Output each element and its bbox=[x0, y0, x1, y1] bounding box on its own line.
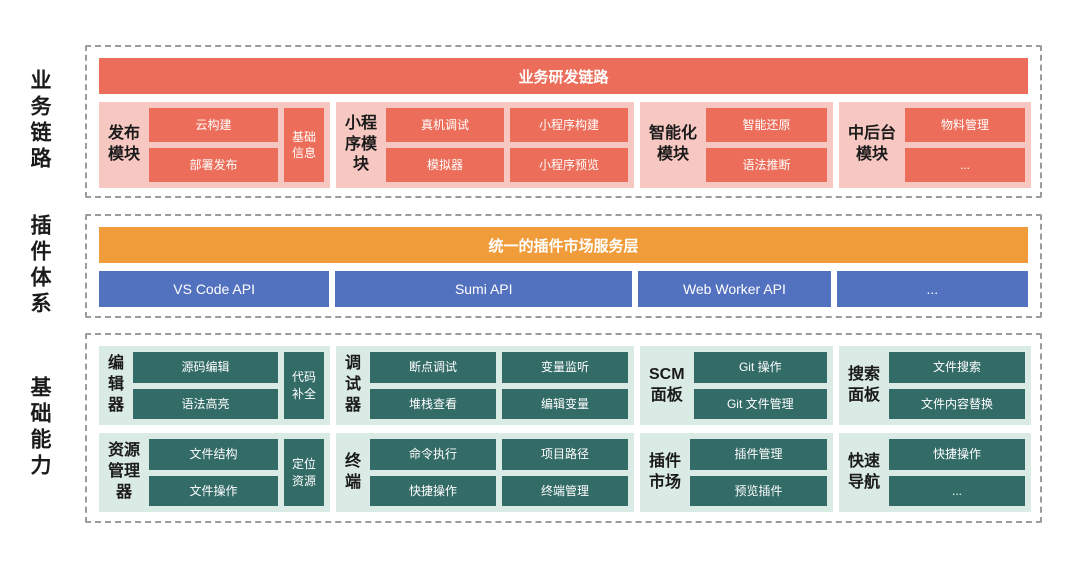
group-debugger: 调 试 器 断点调试 变量监听 堆栈查看 编辑变量 bbox=[336, 346, 634, 425]
capability-cell: ... bbox=[889, 475, 1025, 506]
capability-cell: 快捷操作 bbox=[889, 439, 1025, 470]
group-file-explorer: 资源 管理 器 文件结构 文件操作 定位 资源 bbox=[99, 433, 330, 512]
module-cell: 小程序构建 bbox=[510, 108, 628, 142]
side-label-plugin-system: 插件体系 bbox=[28, 214, 51, 318]
group-label: 发布 模块 bbox=[108, 125, 141, 163]
module-cell: 语法推断 bbox=[706, 148, 827, 182]
capability-cell: 命令执行 bbox=[370, 439, 496, 470]
group-label: 调 试 器 bbox=[345, 355, 362, 414]
group-intelligence-module: 智能化 模块 智能还原 语法推断 bbox=[640, 102, 833, 188]
capability-cell: 快捷操作 bbox=[370, 475, 496, 506]
capability-row-2: 资源 管理 器 文件结构 文件操作 定位 资源 终 端 bbox=[99, 433, 1031, 512]
group-label: 智能化 模块 bbox=[649, 125, 698, 163]
header-plugin-market-layer: 统一的插件市场服务层 bbox=[99, 227, 1028, 263]
capability-cell: 文件搜索 bbox=[889, 352, 1025, 383]
capability-cell: 语法高亮 bbox=[133, 388, 278, 419]
capability-cell: Git 文件管理 bbox=[693, 388, 827, 419]
module-cell: 物料管理 bbox=[905, 108, 1025, 142]
module-side-cell: 基础 信息 bbox=[284, 108, 324, 182]
capability-cell: 变量监听 bbox=[502, 352, 628, 383]
capability-cell: 预览插件 bbox=[690, 475, 827, 506]
group-label: SCM 面板 bbox=[649, 365, 685, 404]
section-business-chain: 业务研发链路 发布 模块 云构建 部署发布 基础 信息 小程 bbox=[85, 45, 1042, 198]
capability-cell: 源码编辑 bbox=[133, 352, 278, 383]
group-label: 小程 序模 块 bbox=[345, 114, 378, 174]
api-more: ... bbox=[836, 271, 1028, 307]
group-label: 资源 管理 器 bbox=[108, 442, 141, 501]
section-base-capability: 编 辑 器 源码编辑 语法高亮 代码 补全 调 试 器 bbox=[85, 333, 1042, 523]
module-cell: 智能还原 bbox=[706, 108, 827, 142]
api-vscode: VS Code API bbox=[99, 271, 330, 307]
module-cell: ... bbox=[905, 148, 1025, 182]
capability-cell: Git 操作 bbox=[693, 352, 827, 383]
api-webworker: Web Worker API bbox=[638, 271, 831, 307]
api-sumi: Sumi API bbox=[335, 271, 633, 307]
group-miniprogram-module: 小程 序模 块 真机调试 小程序构建 模拟器 小程序预览 bbox=[336, 102, 634, 188]
group-scm-panel: SCM 面板 Git 操作 Git 文件管理 bbox=[640, 346, 833, 425]
module-cell: 部署发布 bbox=[149, 148, 278, 182]
capability-cell: 断点调试 bbox=[370, 352, 496, 383]
capability-cell: 插件管理 bbox=[690, 439, 827, 470]
capability-cell: 文件结构 bbox=[149, 439, 278, 470]
module-cell: 模拟器 bbox=[386, 148, 504, 182]
capability-cell: 编辑变量 bbox=[502, 388, 628, 419]
side-label-business-chain: 业务链路 bbox=[28, 69, 51, 173]
group-editor: 编 辑 器 源码编辑 语法高亮 代码 补全 bbox=[99, 346, 330, 425]
group-terminal: 终 端 命令执行 项目路径 快捷操作 终端管理 bbox=[336, 433, 634, 512]
capability-cell: 文件内容替换 bbox=[889, 388, 1025, 419]
group-label: 编 辑 器 bbox=[108, 355, 125, 414]
capability-cell: 终端管理 bbox=[502, 475, 628, 506]
capability-cell: 文件操作 bbox=[149, 475, 278, 506]
group-midplatform-module: 中后台 模块 物料管理 ... bbox=[839, 102, 1031, 188]
group-plugin-market: 插件 市场 插件管理 预览插件 bbox=[640, 433, 833, 512]
group-label: 中后台 模块 bbox=[848, 125, 897, 163]
module-cell: 小程序预览 bbox=[510, 148, 628, 182]
group-label: 搜索 面板 bbox=[848, 365, 881, 404]
group-label: 终 端 bbox=[345, 452, 362, 491]
header-business-rd-chain: 业务研发链路 bbox=[99, 58, 1028, 94]
capability-side-cell: 代码 补全 bbox=[284, 352, 324, 419]
capability-cell: 堆栈查看 bbox=[370, 388, 496, 419]
module-cell: 云构建 bbox=[149, 108, 278, 142]
business-groups-row: 发布 模块 云构建 部署发布 基础 信息 小程 序模 块 bbox=[99, 102, 1031, 188]
section-plugin-system: 统一的插件市场服务层 VS Code API Sumi API Web Work… bbox=[85, 214, 1042, 318]
capability-row-1: 编 辑 器 源码编辑 语法高亮 代码 补全 调 试 器 bbox=[99, 346, 1031, 425]
module-cell: 真机调试 bbox=[386, 108, 504, 142]
api-row: VS Code API Sumi API Web Worker API ... bbox=[99, 271, 1028, 307]
group-label: 快速 导航 bbox=[848, 452, 881, 491]
capability-cell: 项目路径 bbox=[502, 439, 628, 470]
side-label-base-capability: 基础能力 bbox=[28, 376, 51, 480]
group-quick-nav: 快速 导航 快捷操作 ... bbox=[839, 433, 1031, 512]
capability-side-cell: 定位 资源 bbox=[284, 439, 324, 506]
group-label: 插件 市场 bbox=[649, 452, 682, 491]
group-publish-module: 发布 模块 云构建 部署发布 基础 信息 bbox=[99, 102, 330, 188]
group-search-panel: 搜索 面板 文件搜索 文件内容替换 bbox=[839, 346, 1031, 425]
